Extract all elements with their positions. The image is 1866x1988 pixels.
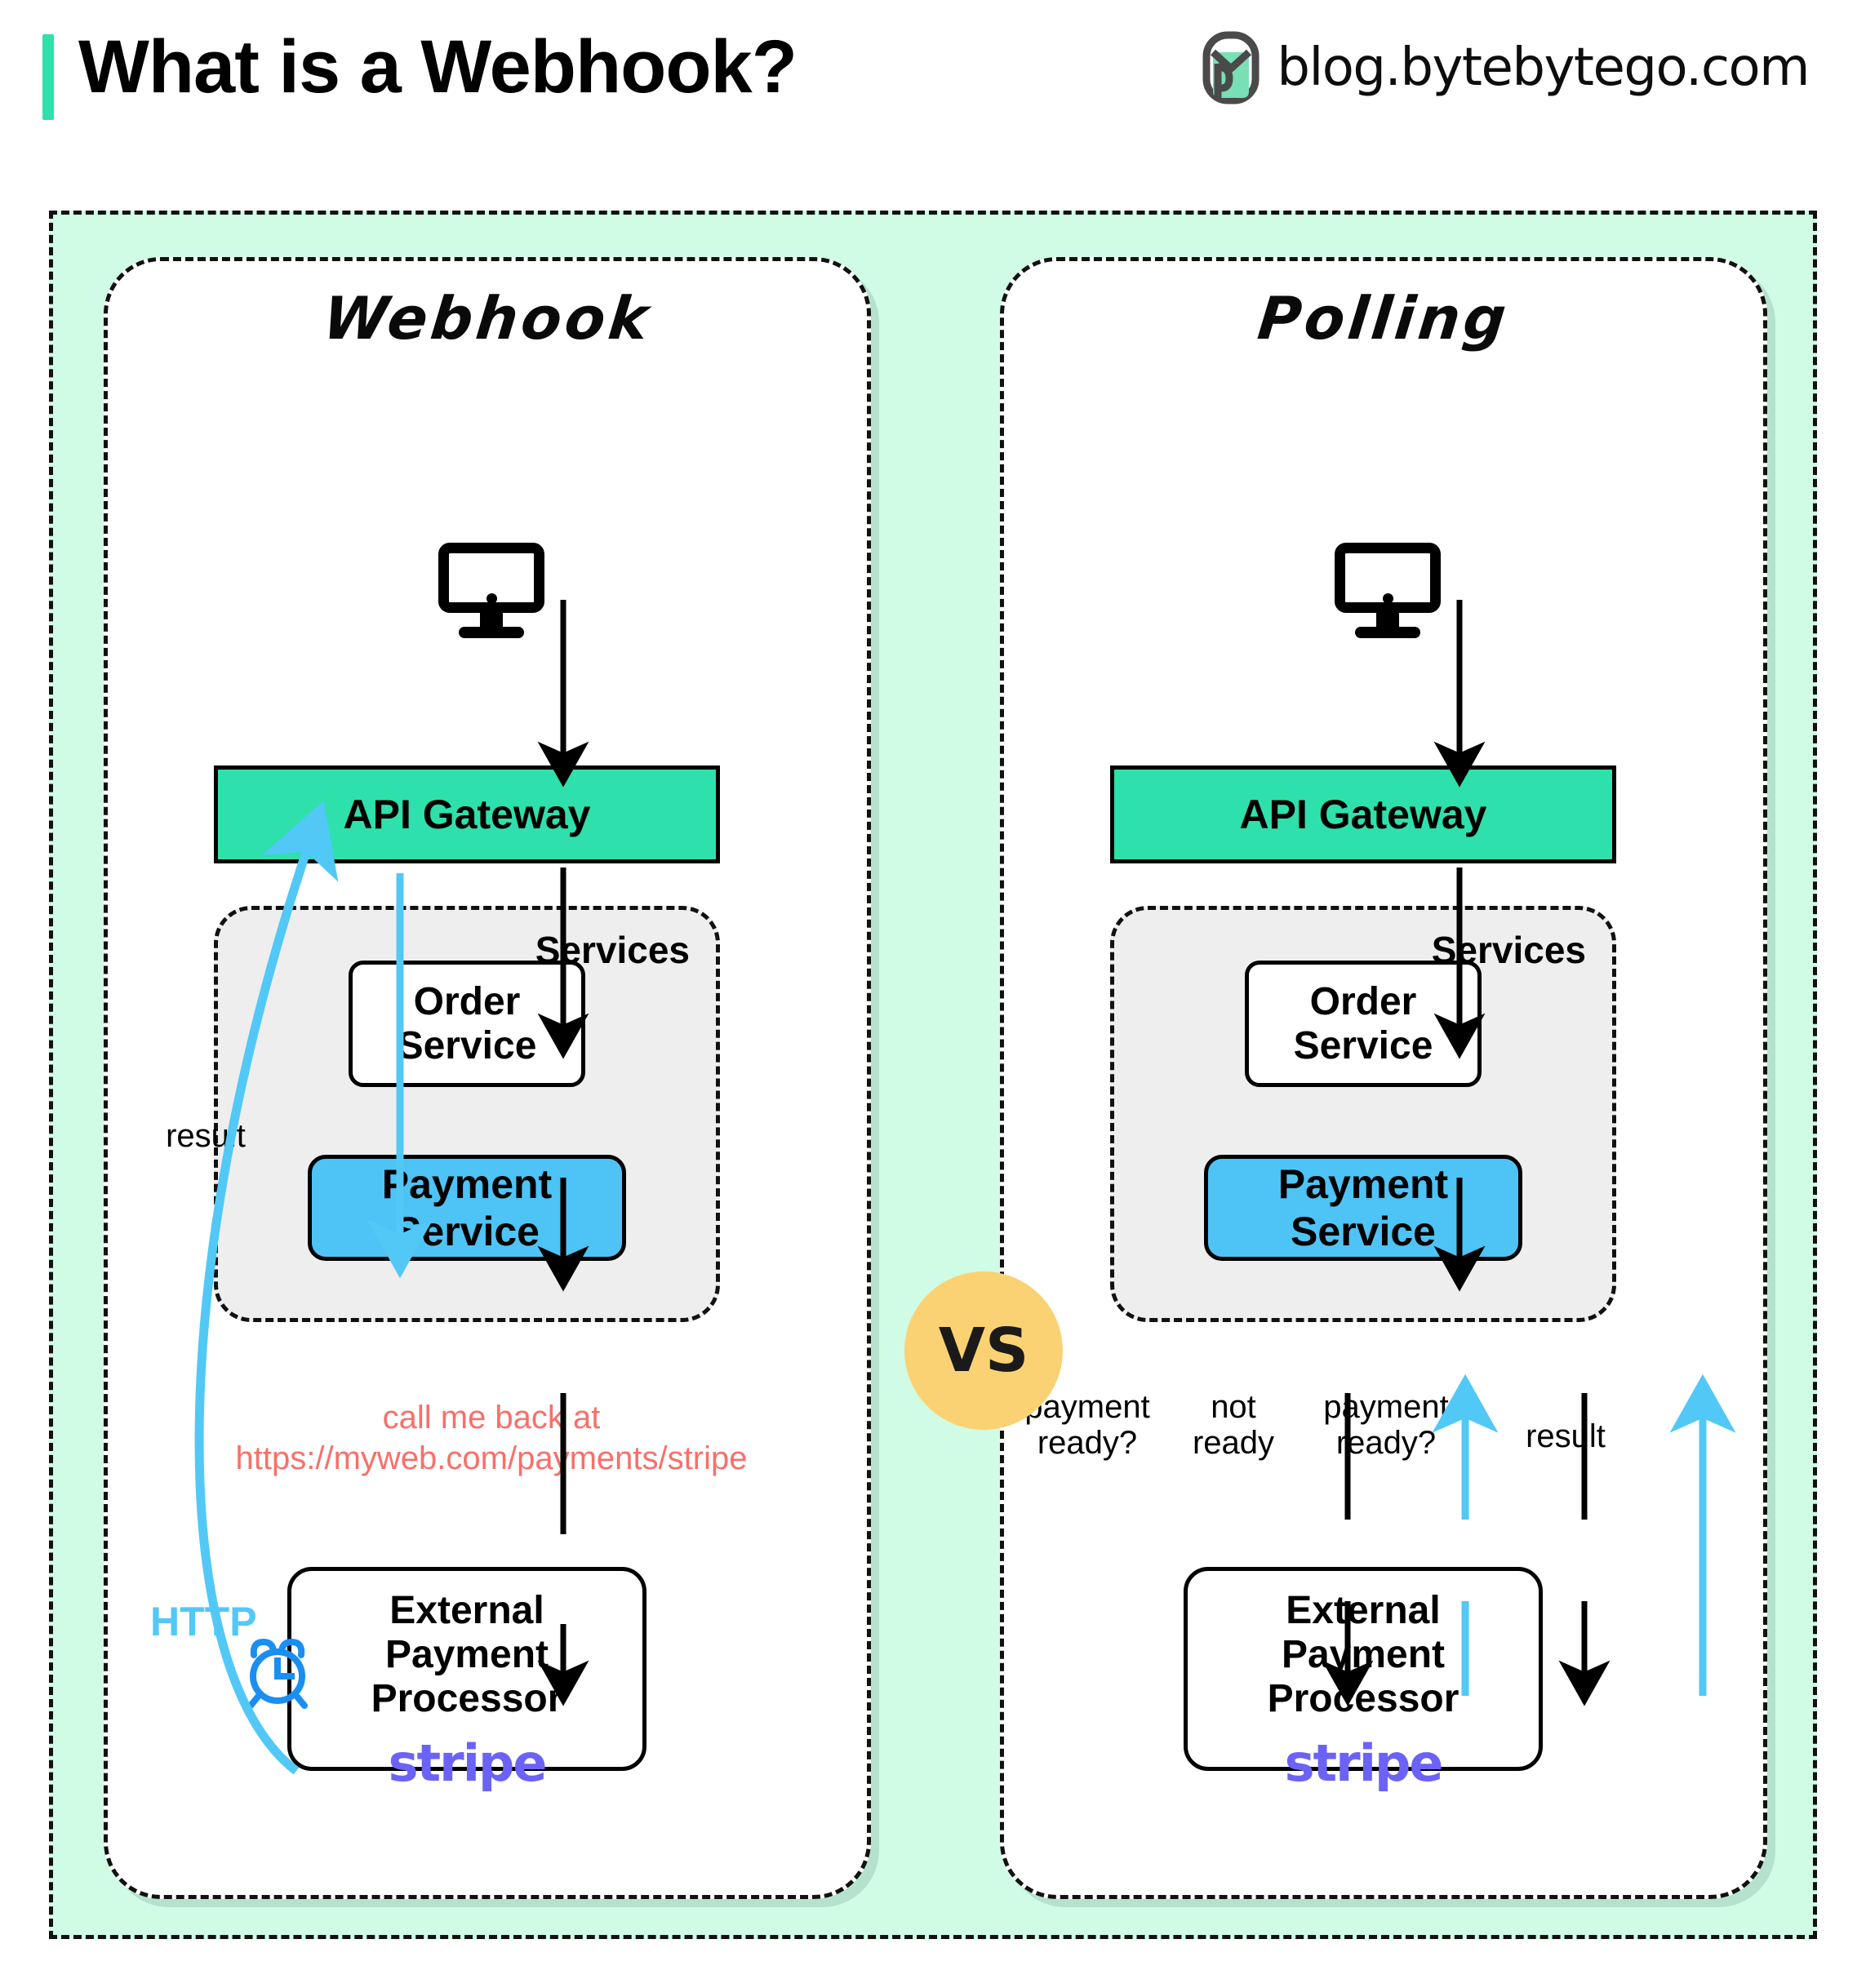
callback-line1: call me back at [382, 1400, 601, 1436]
order-service-line2: Service [397, 1023, 537, 1067]
result-label-webhook: result [166, 1118, 246, 1154]
page-header: What is a Webhook? blog.bytebytego.com [0, 0, 1866, 204]
alarm-clock-icon [242, 1634, 313, 1709]
poll-request-label-2: payment ready? [1288, 1389, 1484, 1461]
poll-request-label-1: payment ready? [989, 1389, 1185, 1461]
order-service-line1: Order [413, 979, 521, 1023]
poll-2-line1: payment [1323, 1389, 1449, 1425]
monitor-neck [1376, 613, 1399, 629]
order-service-line2: Service [1293, 1023, 1433, 1067]
processor-line2: Payment Processor [371, 1632, 563, 1720]
order-service-line1: Order [1309, 979, 1417, 1023]
payment-service-box: Payment Service [1204, 1155, 1522, 1261]
stripe-logo: stripe [1284, 1733, 1444, 1794]
processor-line2: Payment Processor [1267, 1632, 1459, 1720]
result-label-polling: result [1526, 1418, 1606, 1454]
brand: blog.bytebytego.com [1202, 31, 1810, 104]
http-label: HTTP [150, 1599, 257, 1644]
callback-annotation: call me back at https://myweb.com/paymen… [108, 1397, 875, 1479]
order-service-box: Order Service [349, 961, 585, 1087]
panel-polling: Polling API Gateway Services Order Servi… [1000, 257, 1767, 1899]
vs-badge: VS [904, 1271, 1063, 1430]
monitor-base [1355, 627, 1420, 638]
external-payment-processor-box: External Payment Processor stripe [287, 1567, 646, 1792]
poll-2-line2: ready? [1335, 1425, 1437, 1461]
panel-title-polling: Polling [1255, 284, 1513, 353]
processor-line1: External [389, 1589, 544, 1632]
payment-service-box: Payment Service [308, 1155, 626, 1261]
comparison-container: Webhook API Gateway Services Order Servi… [49, 211, 1817, 1939]
external-payment-processor-box: External Payment Processor stripe [1184, 1567, 1543, 1792]
monitor-power-dot [486, 593, 497, 604]
panel-webhook: Webhook API Gateway Services Order Servi… [104, 257, 871, 1899]
api-gateway-box: API Gateway [214, 765, 720, 863]
poll-1-line2: ready? [1037, 1425, 1138, 1461]
panel-title-webhook: Webhook [319, 284, 655, 353]
not-ready-line1: not [1211, 1389, 1256, 1425]
monitor-base [459, 627, 524, 638]
services-group: Services Order Service Payment Service [214, 906, 720, 1322]
callback-line2: https://myweb.com/payments/stripe [235, 1440, 748, 1476]
processor-line1: External [1286, 1589, 1441, 1632]
order-service-box: Order Service [1245, 961, 1482, 1087]
page-title: What is a Webhook? [78, 25, 797, 109]
monitor-icon [1335, 543, 1441, 638]
monitor-neck [480, 613, 503, 629]
not-ready-label: not ready [1164, 1389, 1303, 1461]
monitor-icon [438, 543, 544, 638]
bytebytego-logo-icon [1202, 31, 1260, 104]
services-group: Services Order Service Payment Service [1110, 906, 1616, 1322]
not-ready-line2: ready [1192, 1425, 1275, 1461]
api-gateway-box: API Gateway [1110, 765, 1616, 863]
brand-text: blog.bytebytego.com [1277, 38, 1810, 98]
monitor-power-dot [1383, 593, 1393, 604]
stripe-logo: stripe [388, 1733, 548, 1794]
title-accent-bar [42, 34, 54, 120]
